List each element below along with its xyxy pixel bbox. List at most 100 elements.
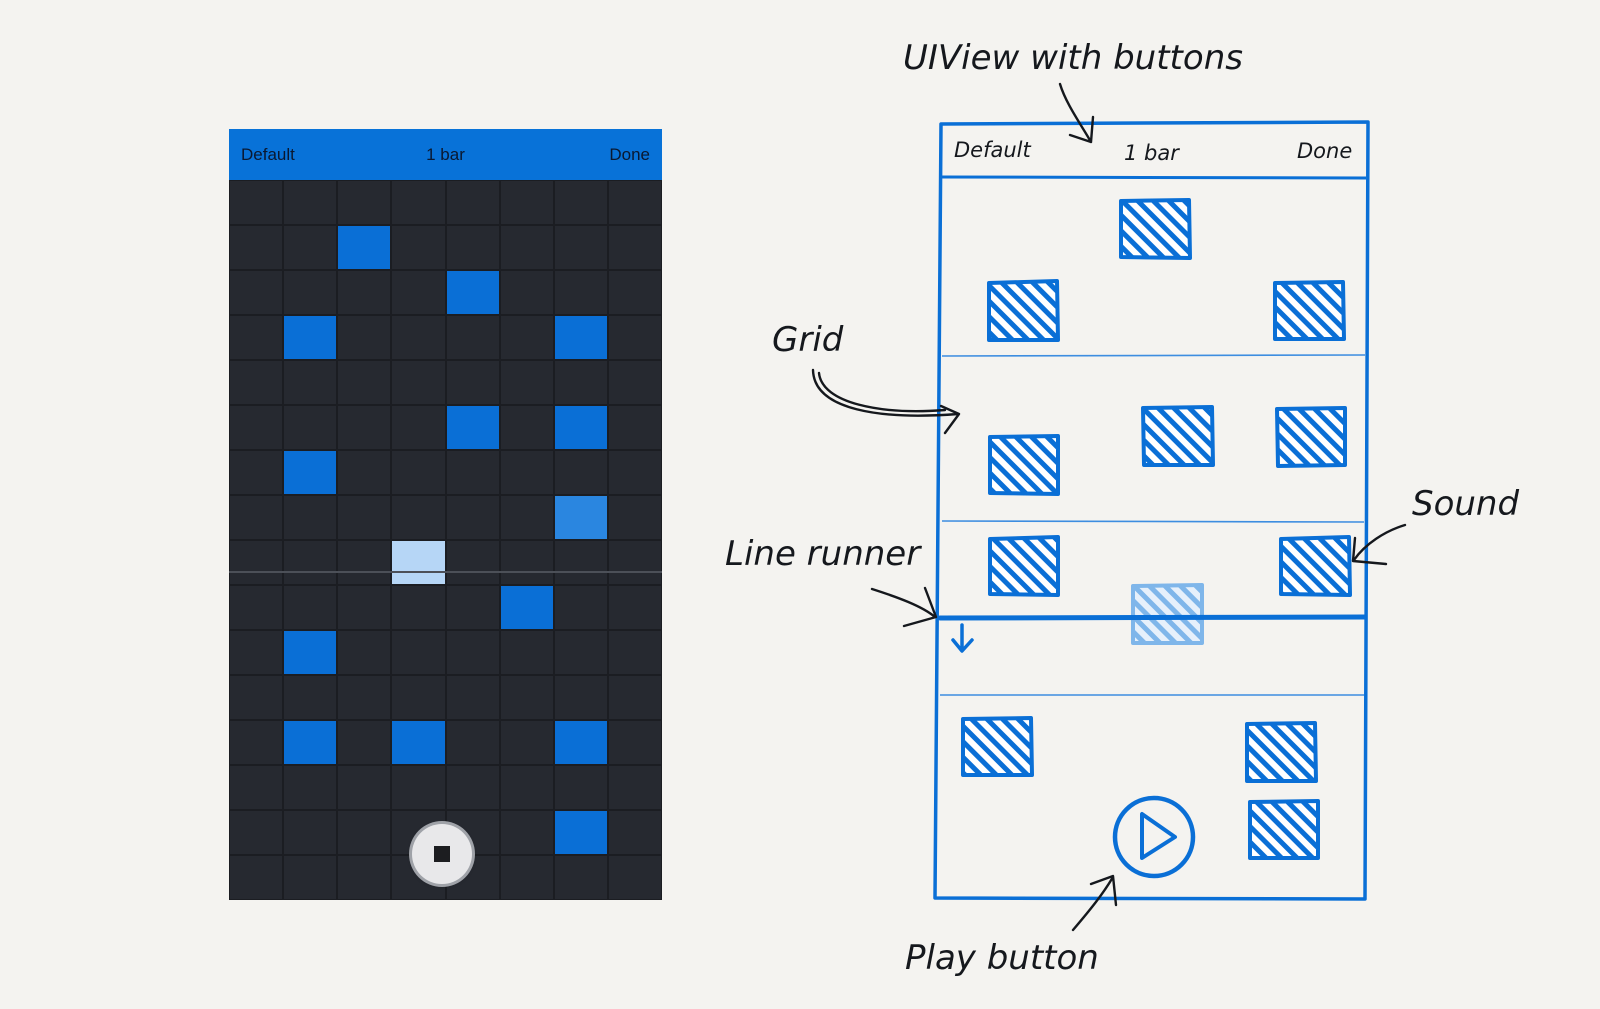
grid-cell[interactable]	[229, 360, 284, 405]
grid-cell[interactable]	[391, 720, 446, 765]
grid-cell[interactable]	[499, 270, 554, 315]
grid-cell[interactable]	[445, 270, 500, 315]
grid-cell[interactable]	[229, 270, 284, 315]
grid-cell[interactable]	[445, 360, 500, 405]
grid-cell[interactable]	[553, 720, 608, 765]
grid-cell[interactable]	[229, 720, 284, 765]
grid-cell[interactable]	[283, 495, 338, 540]
grid-cell[interactable]	[337, 360, 392, 405]
grid-cell[interactable]	[445, 495, 500, 540]
grid-cell[interactable]	[553, 450, 608, 495]
grid-cell[interactable]	[229, 225, 284, 270]
sound-pad-on[interactable]	[554, 811, 607, 854]
grid-cell[interactable]	[445, 720, 500, 765]
grid-cell[interactable]	[607, 405, 662, 450]
grid-cell[interactable]	[391, 765, 446, 810]
grid-cell[interactable]	[607, 720, 662, 765]
grid-cell[interactable]	[499, 360, 554, 405]
grid-cell[interactable]	[499, 855, 554, 900]
grid-cell[interactable]	[445, 540, 500, 585]
grid-cell[interactable]	[391, 540, 446, 585]
grid-cell[interactable]	[391, 315, 446, 360]
sound-pad-on[interactable]	[446, 271, 499, 314]
grid-cell[interactable]	[391, 225, 446, 270]
grid-cell[interactable]	[229, 405, 284, 450]
sound-pad-on[interactable]	[446, 406, 499, 449]
grid-cell[interactable]	[391, 585, 446, 630]
grid-cell[interactable]	[391, 675, 446, 720]
grid-cell[interactable]	[445, 765, 500, 810]
grid-cell[interactable]	[283, 765, 338, 810]
sound-pad-playing[interactable]	[392, 541, 445, 584]
grid-cell[interactable]	[283, 270, 338, 315]
grid-cell[interactable]	[607, 585, 662, 630]
grid-cell[interactable]	[607, 855, 662, 900]
grid-cell[interactable]	[283, 675, 338, 720]
grid-cell[interactable]	[391, 630, 446, 675]
grid-cell[interactable]	[607, 360, 662, 405]
grid-cell[interactable]	[499, 765, 554, 810]
grid-cell[interactable]	[283, 450, 338, 495]
grid-cell[interactable]	[337, 315, 392, 360]
grid-cell[interactable]	[445, 315, 500, 360]
grid-cell[interactable]	[499, 630, 554, 675]
grid-cell[interactable]	[499, 810, 554, 855]
grid-cell[interactable]	[391, 360, 446, 405]
grid-cell[interactable]	[553, 495, 608, 540]
grid-cell[interactable]	[229, 765, 284, 810]
grid-cell[interactable]	[337, 450, 392, 495]
grid-cell[interactable]	[337, 630, 392, 675]
grid-cell[interactable]	[499, 585, 554, 630]
grid-cell[interactable]	[553, 360, 608, 405]
grid-cell[interactable]	[553, 270, 608, 315]
grid-cell[interactable]	[499, 315, 554, 360]
grid-cell[interactable]	[445, 405, 500, 450]
grid-cell[interactable]	[607, 225, 662, 270]
sound-pad-on[interactable]	[338, 226, 391, 269]
grid-cell[interactable]	[553, 765, 608, 810]
grid-cell[interactable]	[445, 630, 500, 675]
grid-cell[interactable]	[499, 180, 554, 225]
grid-cell[interactable]	[229, 495, 284, 540]
grid-cell[interactable]	[337, 855, 392, 900]
grid-cell[interactable]	[499, 450, 554, 495]
grid-cell[interactable]	[229, 810, 284, 855]
done-button[interactable]: Done	[609, 145, 650, 164]
default-button[interactable]: Default	[241, 145, 295, 164]
sound-pad-on[interactable]	[284, 316, 337, 359]
grid-cell[interactable]	[337, 180, 392, 225]
grid-cell[interactable]	[391, 450, 446, 495]
grid-cell[interactable]	[445, 180, 500, 225]
grid-cell[interactable]	[283, 540, 338, 585]
grid-cell[interactable]	[283, 855, 338, 900]
grid-cell[interactable]	[229, 540, 284, 585]
grid-cell[interactable]	[229, 630, 284, 675]
grid-cell[interactable]	[337, 540, 392, 585]
sound-pad-on[interactable]	[284, 721, 337, 764]
grid-cell[interactable]	[553, 315, 608, 360]
grid-cell[interactable]	[283, 810, 338, 855]
sound-pad-on[interactable]	[284, 631, 337, 674]
grid-cell[interactable]	[553, 225, 608, 270]
grid-cell[interactable]	[607, 765, 662, 810]
sound-pad-fading[interactable]	[554, 496, 607, 539]
sound-pad-on[interactable]	[554, 721, 607, 764]
sound-pad-on[interactable]	[554, 316, 607, 359]
sound-pad-on[interactable]	[500, 586, 553, 629]
grid-cell[interactable]	[283, 225, 338, 270]
grid-cell[interactable]	[607, 630, 662, 675]
grid-cell[interactable]	[337, 225, 392, 270]
grid-cell[interactable]	[229, 585, 284, 630]
grid-cell[interactable]	[229, 180, 284, 225]
grid-cell[interactable]	[553, 405, 608, 450]
grid-cell[interactable]	[391, 495, 446, 540]
grid-cell[interactable]	[283, 720, 338, 765]
grid-cell[interactable]	[607, 270, 662, 315]
grid-cell[interactable]	[229, 855, 284, 900]
sound-pad-on[interactable]	[284, 451, 337, 494]
grid-cell[interactable]	[553, 855, 608, 900]
grid-cell[interactable]	[391, 405, 446, 450]
grid-cell[interactable]	[283, 360, 338, 405]
grid-cell[interactable]	[391, 270, 446, 315]
grid-cell[interactable]	[553, 675, 608, 720]
